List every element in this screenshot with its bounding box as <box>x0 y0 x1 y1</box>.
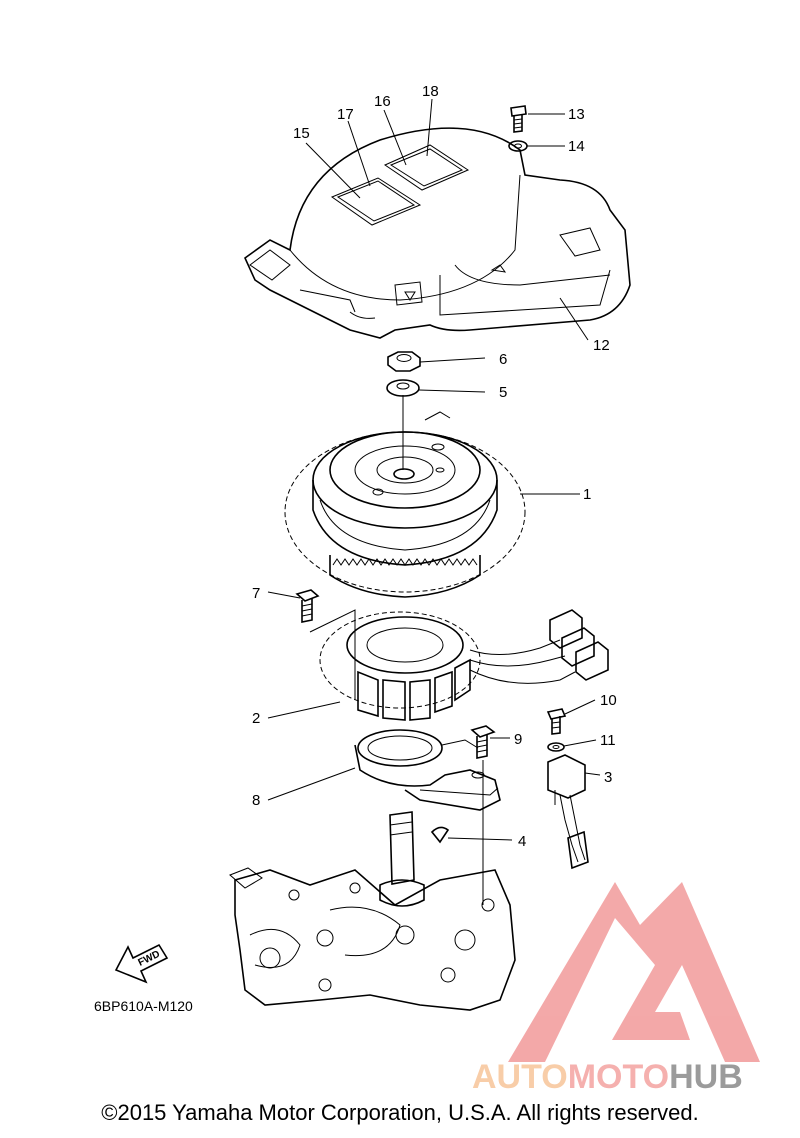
watermark-logo: AUTOMOTOHUB <box>472 882 760 1096</box>
bolt-10 <box>546 708 567 735</box>
stator-base <box>354 729 501 811</box>
fwd-label: FWD <box>136 949 161 969</box>
fwd-arrow-icon: FWD <box>114 943 169 984</box>
callout-12: 12 <box>593 337 610 354</box>
flywheel-magnet <box>284 395 526 598</box>
callout-1: 1 <box>583 486 591 503</box>
bolt-7 <box>295 589 356 700</box>
stator <box>319 609 609 721</box>
washer-5 <box>386 379 420 397</box>
callout-10: 10 <box>600 692 617 709</box>
callout-7: 7 <box>252 585 260 602</box>
nut-6 <box>387 351 421 372</box>
woodruff-key <box>430 826 450 844</box>
callout-17: 17 <box>337 106 354 123</box>
callout-5: 5 <box>499 384 507 401</box>
callout-labels: 1 2 3 4 5 6 7 8 9 10 11 12 13 14 15 16 1… <box>252 83 617 850</box>
bolt-9 <box>470 725 496 905</box>
callout-16: 16 <box>374 93 391 110</box>
callout-4: 4 <box>518 833 526 850</box>
callout-6: 6 <box>499 351 507 368</box>
watermark-hub: HUB <box>669 1058 743 1096</box>
callout-3: 3 <box>604 769 612 786</box>
copyright-notice: ©2015 Yamaha Motor Corporation, U.S.A. A… <box>101 1100 699 1125</box>
callout-14: 14 <box>568 138 585 155</box>
flywheel-cover <box>244 127 631 339</box>
callout-2: 2 <box>252 710 260 727</box>
washer-11 <box>547 742 565 752</box>
watermark-moto: MOTO <box>568 1058 669 1096</box>
watermark-triangle-icon <box>508 882 760 1062</box>
watermark-auto: AUTO <box>472 1058 568 1096</box>
callout-8: 8 <box>252 792 260 809</box>
callout-15: 15 <box>293 125 310 142</box>
callout-11: 11 <box>600 732 616 749</box>
callout-9: 9 <box>514 731 522 748</box>
leader-lines <box>267 98 601 841</box>
watermark-text: AUTOMOTOHUB <box>472 1058 743 1096</box>
callout-13: 13 <box>568 106 585 123</box>
pulser-coil <box>547 754 589 870</box>
diagram-code: 6BP610A-M120 <box>94 998 193 1014</box>
callout-18: 18 <box>422 83 439 100</box>
bolt-13 <box>510 105 527 133</box>
crankcase <box>229 811 516 1011</box>
